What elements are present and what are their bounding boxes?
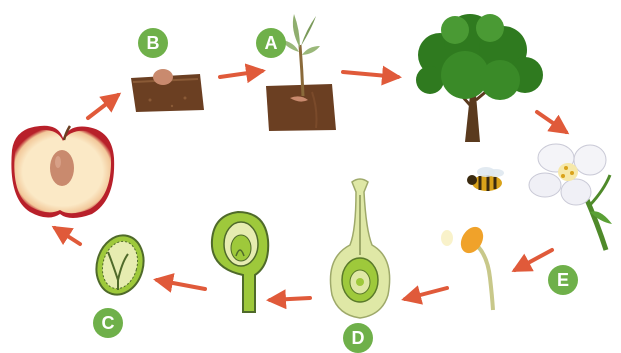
arrow-embryo-to-fruit [55, 228, 80, 244]
arrow-pollen-to-pistil [405, 288, 447, 299]
tree-icon [416, 14, 543, 142]
pistil-icon [330, 179, 389, 318]
arrow-fruit-to-seed [88, 95, 118, 118]
arrow-seedling-to-tree [343, 72, 398, 77]
embryo-icon [90, 230, 150, 300]
seed-icon [131, 69, 204, 112]
arrow-tree-to-flower [537, 112, 566, 132]
label-d-badge: D [343, 323, 373, 353]
label-c-badge: C [93, 308, 123, 338]
pollen-icon [441, 223, 493, 310]
apple-cut-icon [11, 126, 114, 218]
ovule-icon [212, 212, 268, 312]
arrow-flower-to-pollen [515, 250, 552, 270]
flower-icon [529, 144, 612, 250]
label-e-badge: E [548, 265, 578, 295]
bee-icon [467, 167, 504, 191]
arrow-pistil-to-ovule [270, 298, 310, 300]
apple-seed [50, 150, 74, 186]
arrow-seed-to-seedling [220, 71, 262, 77]
label-b-badge: B [138, 28, 168, 58]
label-a-badge: A [256, 28, 286, 58]
arrow-ovule-to-embryo [157, 280, 205, 289]
